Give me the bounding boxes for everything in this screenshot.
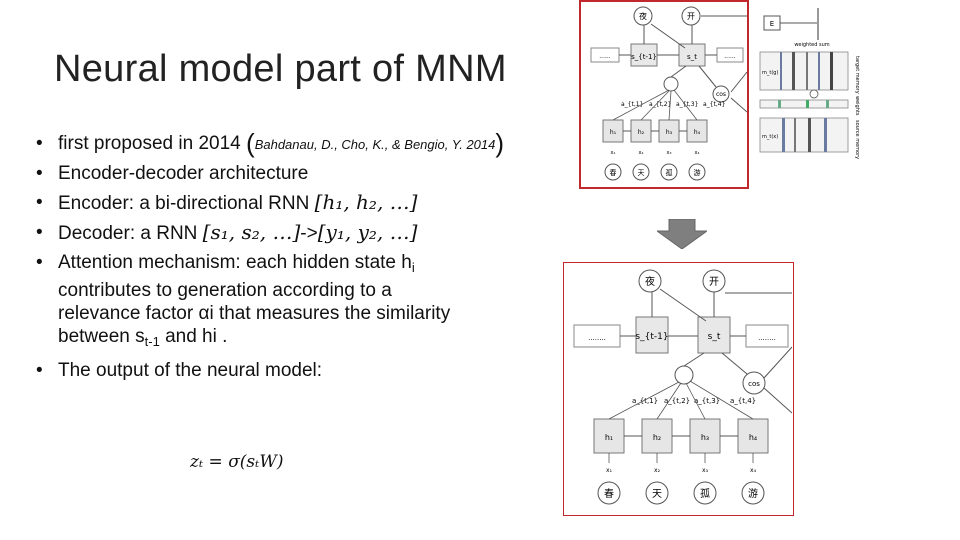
input-char-node xyxy=(604,163,622,181)
svg-text:......: ...... xyxy=(599,53,611,60)
svg-text:s_t: s_t xyxy=(708,332,721,342)
svg-text:h₄: h₄ xyxy=(749,433,757,442)
input-char-node xyxy=(632,163,650,181)
memory-diagram: E weighted sum m_t(g) xyxy=(759,8,860,159)
svg-text:E: E xyxy=(770,20,774,28)
svg-text:x₃: x₃ xyxy=(702,467,709,474)
citation: Bahdanau, D., Cho, K., & Bengio, Y. 2014 xyxy=(254,137,496,152)
svg-text:h₁: h₁ xyxy=(610,129,617,136)
svg-text:h₃: h₃ xyxy=(666,129,673,136)
svg-text:........: ........ xyxy=(588,334,606,342)
svg-text:x₁: x₁ xyxy=(611,150,616,156)
figure-bottom-attention-model: 夜 开 ........ s_{t-1} s_t ........ cos xyxy=(563,262,794,516)
svg-text:a_{t,4}: a_{t,4} xyxy=(730,397,756,405)
svg-text:h₃: h₃ xyxy=(701,433,709,442)
svg-text:游: 游 xyxy=(748,487,758,500)
svg-text:夜: 夜 xyxy=(645,275,655,288)
svg-text:游: 游 xyxy=(694,168,701,177)
target-memory-band: m_t(g) xyxy=(759,51,849,91)
figure-top-attention-model: 夜 开 ...... s_{t-1} s_t ...... cos xyxy=(579,0,749,189)
svg-text:h₂: h₂ xyxy=(638,129,645,136)
svg-text:h₁: h₁ xyxy=(605,433,613,442)
input-char-node xyxy=(597,481,621,505)
svg-text:x₃: x₃ xyxy=(667,150,672,156)
output-char-node xyxy=(633,6,653,26)
svg-text:夜: 夜 xyxy=(639,11,647,21)
svg-text:a_{t,1}: a_{t,1} xyxy=(632,397,658,405)
svg-text:a_{t,4}: a_{t,4} xyxy=(703,101,726,108)
svg-text:开: 开 xyxy=(687,12,695,21)
weights-band xyxy=(759,99,849,109)
multiply-node xyxy=(809,89,819,99)
svg-text:x₄: x₄ xyxy=(750,467,757,474)
output-char-node xyxy=(681,6,701,26)
svg-text:cos: cos xyxy=(716,91,726,98)
svg-text:weights: weights xyxy=(854,96,860,116)
svg-text:weighted sum: weighted sum xyxy=(794,42,829,48)
svg-text:天: 天 xyxy=(652,489,662,500)
output-char-node xyxy=(638,269,662,293)
svg-text:春: 春 xyxy=(604,488,614,500)
input-char-node xyxy=(693,481,717,505)
bullet-output: The output of the neural model: xyxy=(36,359,546,382)
encoder-hidden-states: h₁ h₂ h₃ h₄ xyxy=(593,418,769,454)
input-char-node xyxy=(645,481,669,505)
decoder-state-prev xyxy=(635,316,669,354)
svg-text:a_{t,3}: a_{t,3} xyxy=(676,101,699,108)
decoder-state-cur xyxy=(697,316,731,354)
bullet-list: first proposed in 2014 (Bahdanau, D., Ch… xyxy=(36,130,546,388)
svg-text:x₁: x₁ xyxy=(606,467,613,474)
svg-text:孤: 孤 xyxy=(666,168,673,177)
bullet-first-proposed: first proposed in 2014 (Bahdanau, D., Ch… xyxy=(36,130,546,156)
svg-text:h₄: h₄ xyxy=(694,129,701,136)
cos-node xyxy=(712,85,730,103)
attention-sum-node xyxy=(663,76,679,92)
down-arrow-icon xyxy=(655,218,709,250)
svg-text:s_t: s_t xyxy=(687,53,697,61)
bullet-encoder-decoder: Encoder-decoder architecture xyxy=(36,162,546,185)
output-formula: zₜ = σ(sₜW) xyxy=(190,452,284,472)
svg-text:......: ...... xyxy=(724,53,736,60)
svg-text:天: 天 xyxy=(638,169,645,177)
h-sequence: h₁, h₂, … xyxy=(322,190,410,214)
figure-bottom-diagram: 夜 开 ........ s_{t-1} s_t ........ cos xyxy=(573,269,793,505)
svg-text:source memory: source memory xyxy=(854,120,860,159)
s-sequence: s₁, s₂, … xyxy=(210,220,293,244)
source-memory-band: m_t(x) xyxy=(759,117,849,153)
figure-top-diagram: 夜 开 ...... s_{t-1} s_t ...... cos xyxy=(590,6,748,181)
bullet-encoder: Encoder: a bi-directional RNN [h₁, h₂, …… xyxy=(36,191,546,215)
figure-memory-panel: E weighted sum m_t(g) xyxy=(756,0,876,170)
svg-text:target memory: target memory xyxy=(854,56,860,94)
svg-text:a_{t,2}: a_{t,2} xyxy=(649,101,672,108)
svg-text:........: ........ xyxy=(758,334,776,342)
svg-text:m_t(x): m_t(x) xyxy=(762,134,778,140)
svg-text:a_{t,1}: a_{t,1} xyxy=(621,101,644,108)
svg-text:x₂: x₂ xyxy=(654,467,661,474)
input-char-node xyxy=(688,163,706,181)
svg-text:s_{t-1}: s_{t-1} xyxy=(631,53,657,61)
input-char-node xyxy=(741,481,765,505)
svg-text:h₂: h₂ xyxy=(653,433,661,442)
svg-text:a_{t,2}: a_{t,2} xyxy=(664,397,690,405)
svg-text:孤: 孤 xyxy=(700,488,710,500)
cos-node xyxy=(742,371,766,395)
y-sequence: y₁, y₂, … xyxy=(325,220,410,244)
svg-text:s_{t-1}: s_{t-1} xyxy=(635,332,668,342)
slide-title: Neural model part of MNM xyxy=(54,48,507,90)
input-char-node xyxy=(660,163,678,181)
svg-text:a_{t,3}: a_{t,3} xyxy=(694,397,720,405)
svg-text:x₂: x₂ xyxy=(639,150,644,156)
svg-text:cos: cos xyxy=(748,380,760,388)
bullet-attention: Attention mechanism: each hidden state h… xyxy=(36,251,546,353)
svg-text:m_t(g): m_t(g) xyxy=(762,70,778,76)
svg-text:春: 春 xyxy=(610,168,617,177)
svg-text:x₄: x₄ xyxy=(695,150,700,156)
svg-text:开: 开 xyxy=(709,277,719,288)
bullet-decoder: Decoder: a RNN [s₁, s₂, …]->[y₁, y₂, …] xyxy=(36,221,546,245)
